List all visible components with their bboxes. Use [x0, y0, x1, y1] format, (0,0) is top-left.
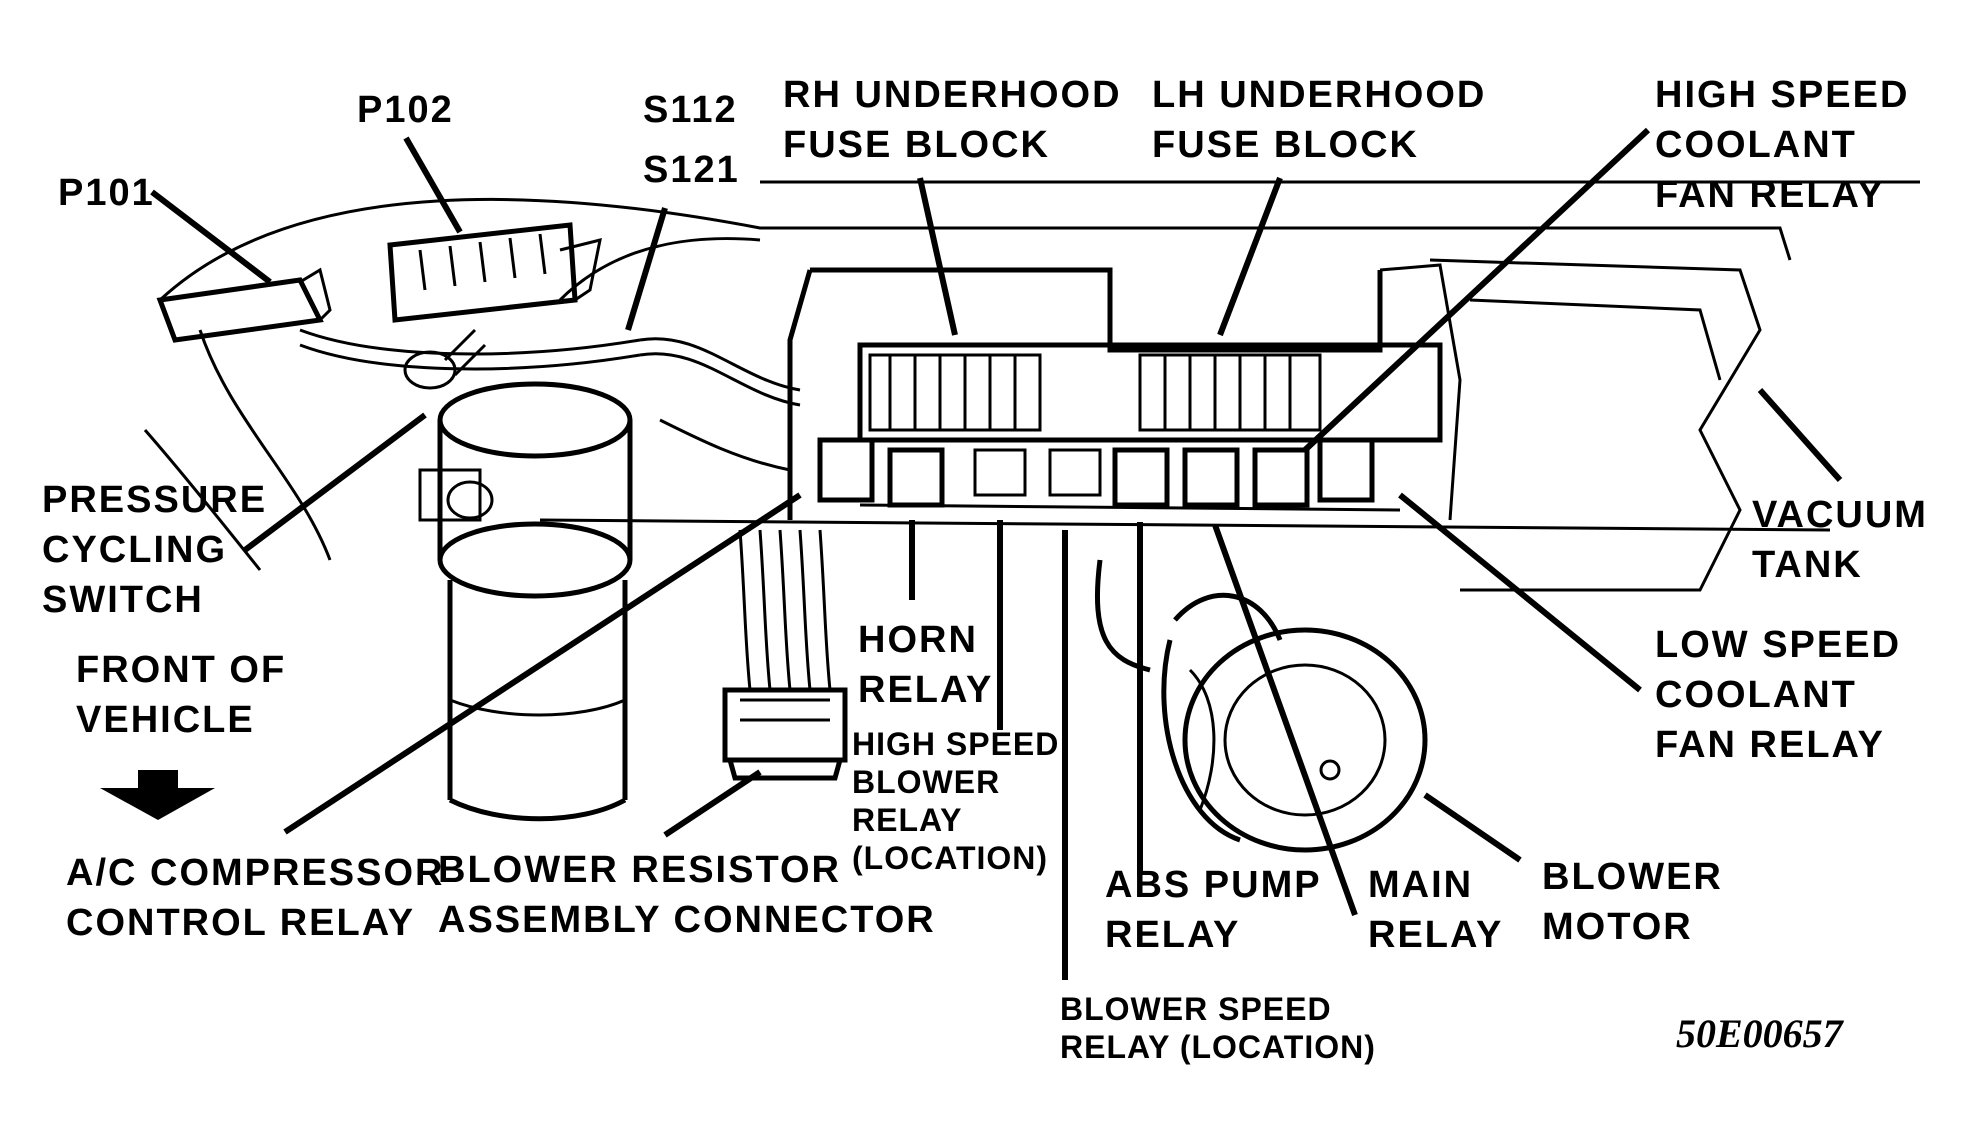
label-blower-resistor-connector: BLOWER RESISTOR ASSEMBLY CONNECTOR [438, 849, 936, 941]
leader-ac-compressor [283, 492, 802, 835]
label-low-speed-coolant-fan-relay: LOW SPEED COOLANT FAN RELAY [1655, 624, 1902, 766]
label-ac-compressor-control-relay: A/C COMPRESSOR CONTROL RELAY [66, 852, 445, 944]
leader-vacuum-tank [1757, 388, 1843, 482]
leader-pressure-switch [243, 412, 427, 553]
leader-main [1212, 523, 1358, 917]
label-p101: P101 [58, 172, 155, 214]
label-s112: S112 [643, 89, 738, 131]
label-front-of-vehicle: FRONT OF VEHICLE [76, 649, 287, 741]
p101-connector [156, 267, 332, 343]
label-p102: P102 [357, 89, 454, 131]
leader-p102 [403, 136, 463, 234]
fuse-block-bracket [787, 263, 1462, 521]
vacuum-tank [1429, 258, 1762, 592]
leader-s112 [625, 207, 668, 331]
relay-row [817, 437, 1401, 512]
leader-lines [150, 127, 1843, 980]
wire-harness [299, 328, 801, 472]
front-arrow-icon [100, 770, 215, 820]
label-high-speed-coolant-fan-relay: HIGH SPEED COOLANT FAN RELAY [1655, 74, 1910, 216]
label-horn-relay: HORN RELAY [858, 619, 994, 711]
blower-motor [1094, 559, 1428, 853]
label-high-speed-blower-relay: HIGH SPEED BLOWER RELAY (LOCATION) [852, 726, 1060, 876]
leader-high-speed-fan [1302, 127, 1651, 453]
blower-resistor-connector [722, 529, 848, 781]
lh-fuse-block [1138, 353, 1322, 432]
leader-blower-resistor [663, 769, 762, 838]
label-blower-motor: BLOWER MOTOR [1542, 856, 1723, 948]
leader-p101 [150, 189, 272, 285]
leader-lh-fuse [1217, 176, 1283, 337]
leader-low-speed-fan [1398, 492, 1642, 693]
leader-rh-fuse [917, 177, 958, 336]
label-abs-pump-relay: ABS PUMP RELAY [1105, 864, 1322, 956]
label-main-relay: MAIN RELAY [1368, 864, 1504, 956]
label-s121: S121 [643, 149, 740, 191]
label-lh-fuse-block: LH UNDERHOOD FUSE BLOCK [1152, 74, 1487, 166]
figure-code: 50E00657 [1676, 1011, 1843, 1056]
label-vacuum-tank: VACUUM TANK [1752, 494, 1928, 586]
p102-connector [387, 222, 602, 323]
leader-blower-motor [1423, 792, 1522, 863]
label-blower-speed-relay: BLOWER SPEED RELAY (LOCATION) [1060, 991, 1376, 1065]
rh-fuse-block [868, 353, 1042, 432]
label-pressure-cycling-switch: PRESSURE CYCLING SWITCH [42, 479, 268, 621]
label-rh-fuse-block: RH UNDERHOOD FUSE BLOCK [783, 74, 1122, 166]
accumulator-canister [403, 328, 633, 822]
